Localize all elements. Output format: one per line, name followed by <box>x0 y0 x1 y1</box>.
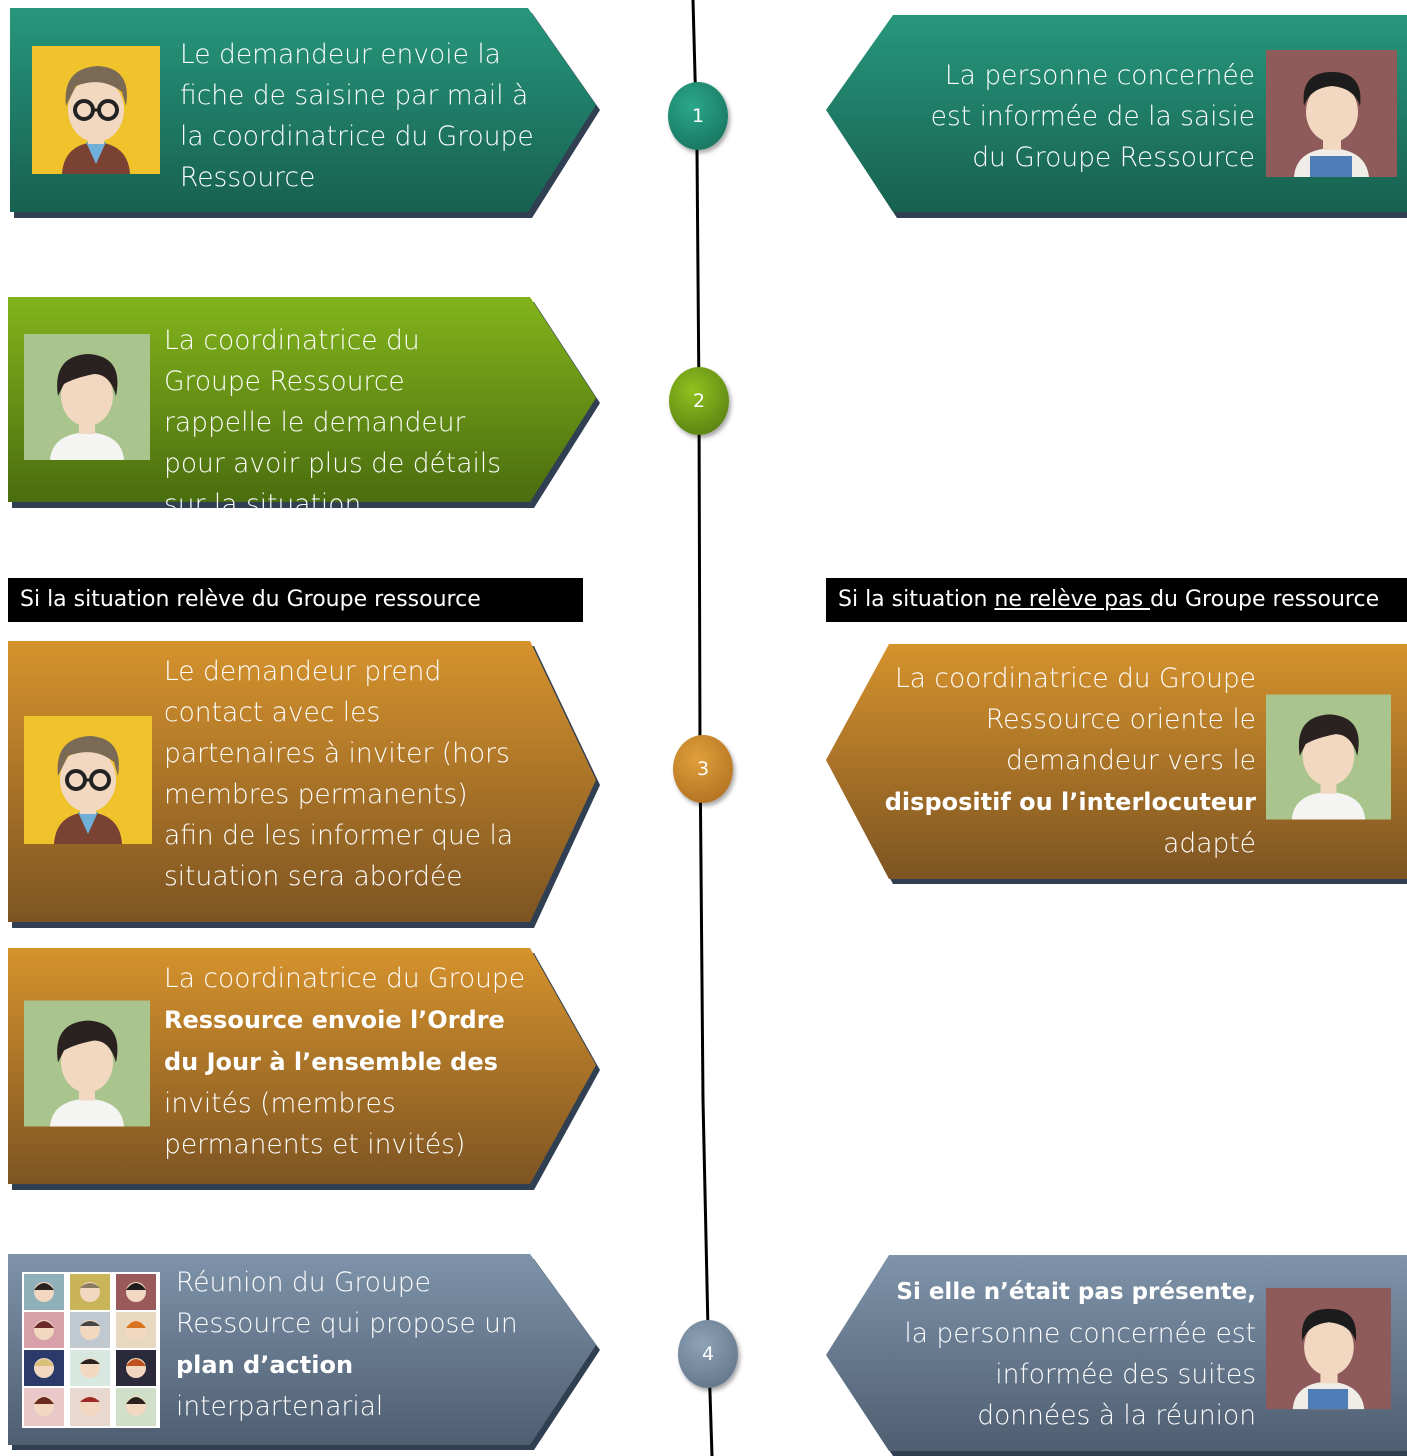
step3-right-text: La coordinatrice du Groupe Ressource ori… <box>880 658 1256 864</box>
step1-left-text: Le demandeur envoie la fiche de saisine … <box>180 39 534 193</box>
step1-right-arrow <box>826 15 1407 218</box>
branch-right-label: Si la situation ne relève pas du Groupe … <box>826 578 1407 622</box>
step4-right-text-bold: Si elle n’était pas présente, <box>896 1279 1256 1305</box>
step4-left-text-2: interpartenarial <box>176 1391 384 1422</box>
step-number-1: 1 <box>668 82 728 150</box>
short-hair-avatar-icon <box>24 1000 150 1127</box>
branch-left-label: Si la situation relève du Groupe ressour… <box>8 578 583 622</box>
step-number-4: 4 <box>678 1320 738 1388</box>
person-apron-avatar-icon <box>1266 50 1397 177</box>
step3b-left-text-bold: Ressource envoie l’Ordre du Jour à l’ens… <box>164 1006 505 1076</box>
woman-glasses-avatar-icon <box>32 46 160 174</box>
step3b-left-text: La coordinatrice du Groupe Ressource env… <box>164 958 529 1165</box>
short-hair-avatar-icon <box>24 334 150 460</box>
step4-left-text-1: Réunion du Groupe Ressource qui propose … <box>176 1267 518 1339</box>
woman-glasses-avatar-icon <box>24 716 152 844</box>
short-hair-avatar-icon <box>1266 694 1391 820</box>
group-avatars-icon <box>22 1272 160 1428</box>
step-number-2: 2 <box>669 367 729 435</box>
person-apron-avatar-icon <box>1266 1286 1391 1411</box>
step4-right-arrow <box>826 1255 1407 1456</box>
timeline-line <box>691 0 714 1456</box>
branch-right-label-pre: Si la situation <box>838 587 995 612</box>
branch-right-label-underlined: ne relève pas <box>994 587 1151 612</box>
step3-left-text: Le demandeur prend contact avec les part… <box>164 656 514 892</box>
step3-right-arrow <box>826 644 1407 884</box>
step4-right-text-body: la personne concernée est informée des s… <box>904 1318 1256 1431</box>
step4-right-text: Si elle n’était pas présente, la personn… <box>880 1270 1256 1436</box>
step2-left-arrow <box>8 297 600 508</box>
step3-right-text-bold: dispositif ou l’interlocuteur <box>884 788 1256 816</box>
branch-right-label-post: du Groupe ressource <box>1150 587 1380 612</box>
step3-left-arrow <box>8 641 600 928</box>
step3b-left-text-2: invités (membres permanents et invités) <box>164 1088 466 1160</box>
step3b-left-text-1: La coordinatrice du Groupe <box>164 963 526 994</box>
step2-left-text: La coordinatrice du Groupe Ressource rap… <box>164 325 502 520</box>
step4-left-text-bold: plan d’action <box>176 1351 354 1379</box>
step3-right-text-2: adapté <box>1163 828 1256 859</box>
step3-right-text-1: La coordinatrice du Groupe Ressource ori… <box>894 663 1256 776</box>
step3b-left-arrow <box>8 948 600 1190</box>
step1-right-text: La personne concernée est informée de la… <box>930 60 1255 173</box>
step4-left-text: Réunion du Groupe Ressource qui propose … <box>176 1262 521 1427</box>
step-number-3: 3 <box>673 735 733 803</box>
